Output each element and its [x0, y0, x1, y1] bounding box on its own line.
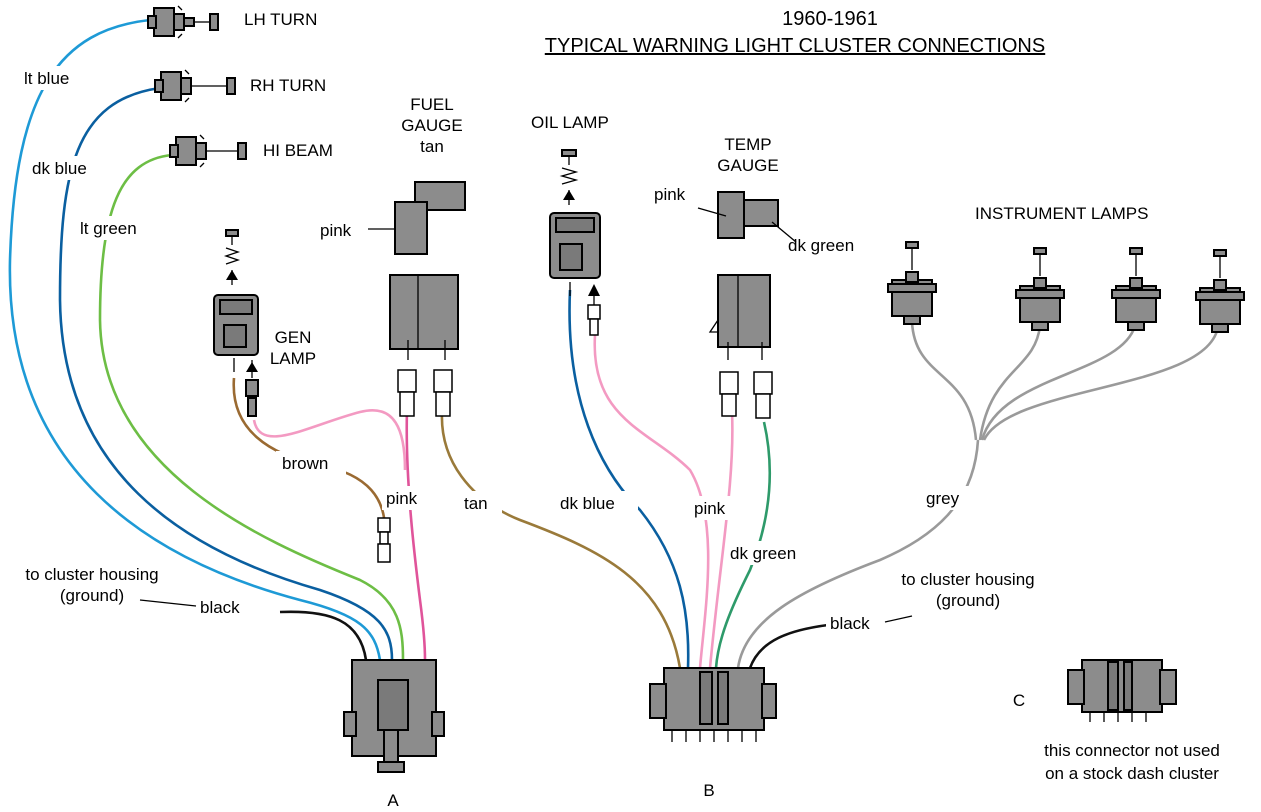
- hi-beam-lamp: [169, 134, 247, 168]
- wire-grey-lamp-2: [978, 325, 1042, 441]
- wire-grey-lamp-4: [982, 325, 1220, 441]
- ground-b-leader: [884, 615, 913, 623]
- brown-inline-terminal: [377, 517, 391, 563]
- rh-turn-lamp: [154, 69, 236, 103]
- instrument-lamp-4: [1195, 249, 1245, 333]
- wire-label-dk-blue-b: dk blue: [560, 494, 615, 513]
- title-years: 1960-1961: [782, 8, 878, 30]
- temp-gauge-sender: [697, 191, 797, 419]
- temp-gauge-label-1: TEMP: [724, 135, 771, 154]
- connector-b: [649, 667, 777, 742]
- temp-gauge-dk-green-label: dk green: [788, 236, 854, 255]
- wire-pink-temp: [708, 411, 734, 669]
- wire-label-lt-blue: lt blue: [24, 69, 69, 88]
- oil-lamp-socket: [549, 149, 601, 336]
- fuel-gauge-sender: [368, 181, 466, 417]
- wire-label-pink-a: pink: [386, 489, 418, 508]
- wire-label-black-b: black: [830, 614, 870, 633]
- instrument-lamp-3: [1111, 247, 1161, 331]
- connector-c-note-1: this connector not used: [1044, 741, 1220, 760]
- connector-b-label: B: [703, 781, 714, 800]
- ground-a-label-1: to cluster housing: [25, 565, 158, 584]
- lh-turn-lamp: [147, 5, 219, 39]
- wire-label-tan: tan: [464, 494, 488, 513]
- wire-label-dk-blue-a: dk blue: [32, 159, 87, 178]
- hi-beam-label: HI BEAM: [263, 141, 333, 160]
- instrument-lamp-2: [1015, 247, 1065, 331]
- instrument-lamp-1: [887, 241, 937, 325]
- wire-black-a: [279, 610, 368, 661]
- wire-grey-lamp-1: [910, 321, 978, 441]
- gen-lamp-label-1: GEN: [275, 328, 312, 347]
- wire-pink-gen: [252, 409, 407, 471]
- temp-gauge-pink-label: pink: [654, 185, 686, 204]
- wire-tan: [440, 411, 682, 669]
- connector-c: [1067, 659, 1177, 722]
- wire-label-lt-green: lt green: [80, 219, 137, 238]
- wire-label-pink-b: pink: [694, 499, 726, 518]
- connector-a-label: A: [387, 791, 399, 810]
- fuel-gauge-tan-label: tan: [420, 137, 444, 156]
- wires: [8, 18, 1220, 669]
- ground-b-label-1: to cluster housing: [901, 570, 1034, 589]
- fuel-gauge-label-1: FUEL: [410, 95, 453, 114]
- wire-dk-green: [714, 421, 771, 669]
- ground-a-leader: [139, 599, 197, 607]
- connector-a: [343, 659, 445, 773]
- wire-dk-blue-a: [58, 86, 394, 661]
- ground-b-label-2: (ground): [936, 591, 1000, 610]
- wire-grey: [736, 439, 980, 669]
- ground-a-label-2: (ground): [60, 586, 124, 605]
- wire-dk-blue-b: [568, 289, 690, 669]
- title-main: TYPICAL WARNING LIGHT CLUSTER CONNECTION…: [545, 35, 1045, 57]
- connector-c-label: C: [1013, 691, 1025, 710]
- fuel-gauge-pink-label: pink: [320, 221, 352, 240]
- wire-grey-lamp-3: [980, 325, 1137, 441]
- gen-lamp-label-2: LAMP: [270, 349, 316, 368]
- lh-turn-label: LH TURN: [244, 10, 317, 29]
- wire-pink-a: [405, 409, 427, 661]
- oil-lamp-label: OIL LAMP: [531, 113, 609, 132]
- connector-c-note-2: on a stock dash cluster: [1045, 764, 1219, 783]
- wire-pink-oil: [593, 334, 710, 669]
- wire-label-black-a: black: [200, 598, 240, 617]
- wire-label-grey: grey: [926, 489, 960, 508]
- temp-gauge-label-2: GAUGE: [717, 156, 778, 175]
- fuel-gauge-label-2: GAUGE: [401, 116, 462, 135]
- wire-lt-green: [98, 153, 405, 661]
- rh-turn-label: RH TURN: [250, 76, 326, 95]
- instrument-lamps-label: INSTRUMENT LAMPS: [975, 204, 1149, 223]
- gen-lamp-socket: [213, 229, 259, 417]
- wire-black-b: [748, 623, 829, 669]
- wire-label-dk-green: dk green: [730, 544, 796, 563]
- wire-label-brown: brown: [282, 454, 328, 473]
